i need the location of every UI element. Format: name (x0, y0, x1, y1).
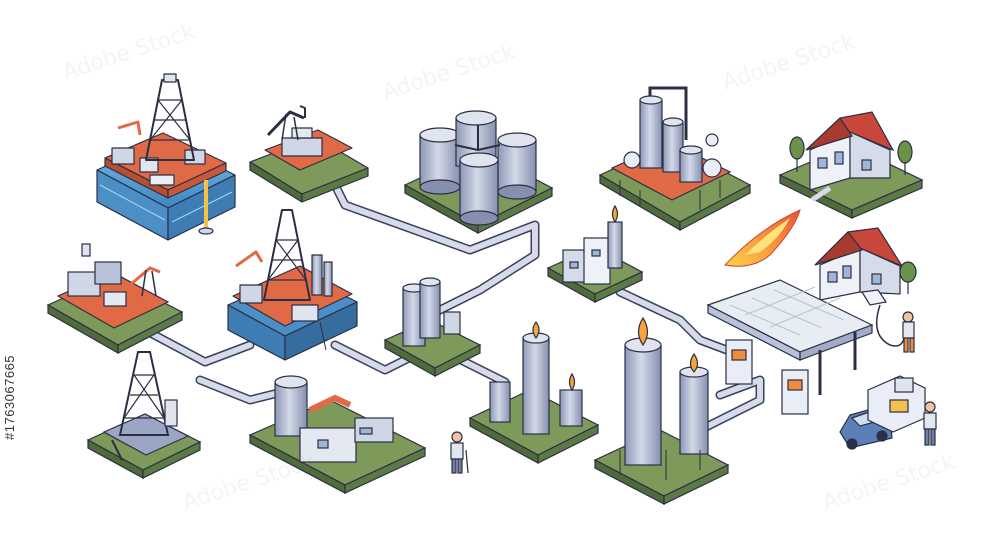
worker-icon (877, 305, 914, 352)
offshore-platform-icon (97, 74, 235, 240)
pumpjack-icon (250, 106, 368, 202)
refinery-icon (250, 376, 425, 493)
house-icon (815, 228, 916, 305)
flare-icon (470, 322, 598, 463)
house-icon (780, 112, 922, 218)
storage-tanks-icon (405, 111, 552, 233)
car-icon (840, 376, 925, 449)
worker-icon (924, 402, 936, 445)
worker-icon (451, 432, 468, 473)
drilling-rig-icon (228, 210, 357, 360)
refinery-icon (600, 88, 750, 230)
drilling-rig-icon (88, 352, 200, 478)
refinery-icon (548, 206, 642, 302)
stock-id-label: #1763067665 (2, 300, 30, 440)
flare-icon (725, 210, 800, 266)
